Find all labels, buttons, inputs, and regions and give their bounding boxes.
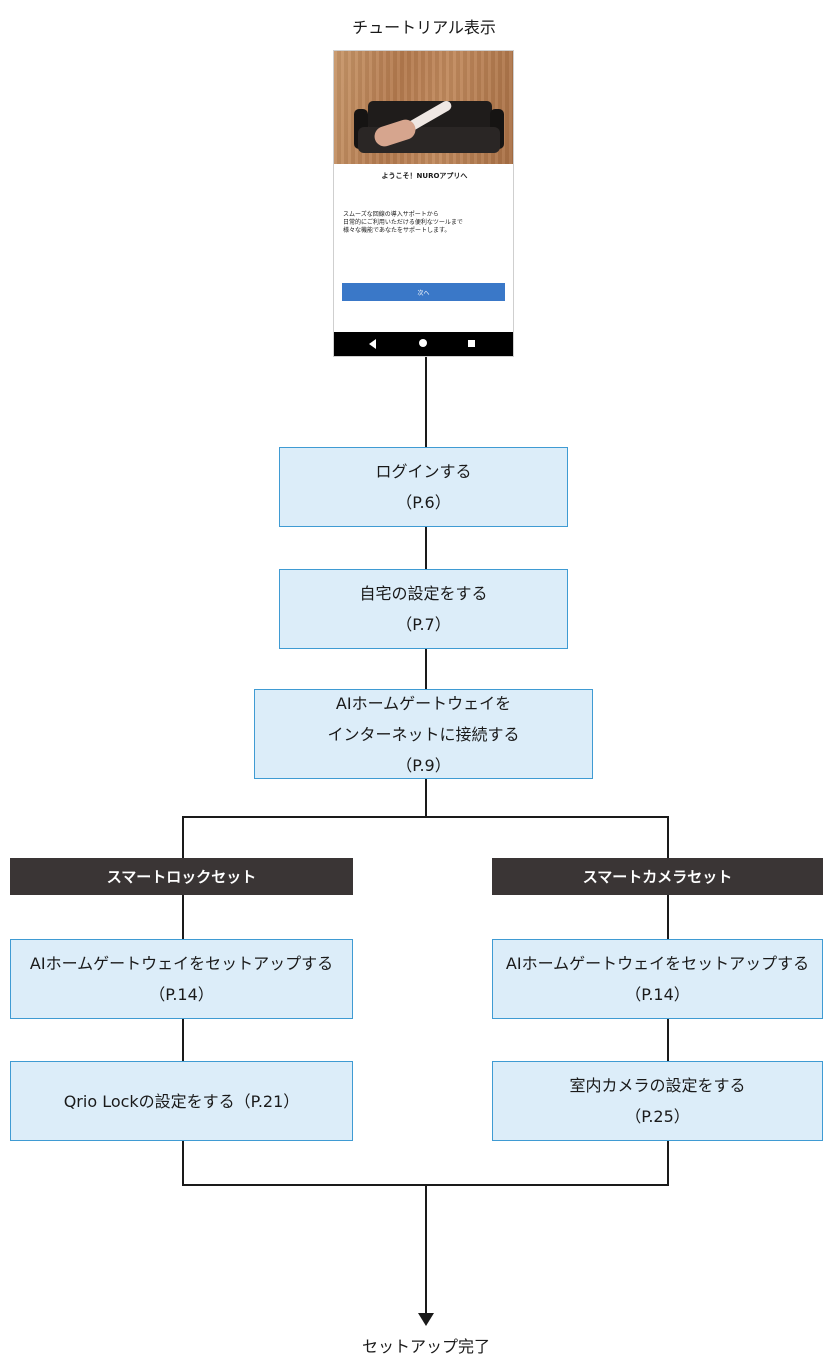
step-gateway-internet: AIホームゲートウェイを インターネットに接続する （P.9） (254, 689, 593, 779)
diagram-title: チュートリアル表示 (352, 18, 496, 37)
step-label: 室内カメラの設定をする (569, 1076, 746, 1095)
step-page-ref: （P.6） (396, 493, 451, 512)
welcome-text: ようこそ！NUROアプリへ (381, 172, 468, 180)
step-page-ref: （P.25） (625, 1107, 690, 1126)
description-line: 日常的にご利用いただける便利なツールまで (343, 219, 463, 226)
connector-line (182, 816, 184, 858)
phone-screenshot: ようこそ！NUROアプリへ スムーズな回線の導入サポートから 日常的にご利用いた… (333, 50, 514, 357)
connector-line (425, 357, 427, 447)
step-page-ref: （P.14） (625, 985, 690, 1004)
recent-apps-icon[interactable] (468, 340, 475, 347)
step-gateway-setup-lock: AIホームゲートウェイをセットアップする （P.14） (10, 939, 353, 1019)
step-label: AIホームゲートウェイをセットアップする (505, 954, 810, 973)
step-label: AIホームゲートウェイをセットアップする (29, 954, 334, 973)
connector-line (425, 779, 427, 817)
step-label: AIホームゲートウェイを (335, 693, 512, 713)
connector-line (425, 649, 427, 689)
next-button[interactable]: 次へ (342, 283, 505, 301)
connector-line (667, 895, 669, 939)
arrow-down-icon (418, 1313, 434, 1326)
connector-line (182, 895, 184, 939)
description-text: スムーズな回線の導入サポートから 日常的にご利用いただける便利なツールまで 様々… (343, 211, 508, 235)
connector-line (182, 1141, 184, 1185)
description-line: スムーズな回線の導入サポートから (343, 211, 439, 218)
home-icon[interactable] (419, 339, 427, 347)
branch-header-smart-camera: スマートカメラセット (492, 858, 823, 895)
back-icon[interactable] (369, 339, 376, 349)
sofa-photo (334, 51, 513, 164)
step-label: 自宅の設定をする (359, 584, 488, 603)
step-label: ログインする (375, 462, 472, 481)
step-qrio-lock: Qrio Lockの設定をする（P.21） (10, 1061, 353, 1141)
step-indoor-camera: 室内カメラの設定をする （P.25） (492, 1061, 823, 1141)
connector-line (425, 1184, 427, 1314)
connector-line (667, 1141, 669, 1185)
step-page-ref: （P.7） (396, 615, 451, 634)
connector-line (425, 527, 427, 569)
step-login: ログインする （P.6） (279, 447, 568, 527)
connector-line (667, 1019, 669, 1061)
step-page-ref: （P.9） (396, 755, 451, 775)
android-nav-bar (334, 332, 513, 356)
branch-header-smart-lock: スマートロックセット (10, 858, 353, 895)
description-line: 様々な機能であなたをサポートします。 (343, 227, 451, 234)
step-label: Qrio Lockの設定をする（P.21） (63, 1091, 300, 1111)
step-home-settings: 自宅の設定をする （P.7） (279, 569, 568, 649)
connector-line (667, 816, 669, 858)
connector-line (182, 1019, 184, 1061)
step-page-ref: （P.14） (149, 985, 214, 1004)
branch-split-line (182, 816, 668, 818)
setup-complete-label: セットアップ完了 (361, 1337, 490, 1356)
step-label: インターネットに接続する (327, 724, 520, 744)
step-gateway-setup-camera: AIホームゲートウェイをセットアップする （P.14） (492, 939, 823, 1019)
